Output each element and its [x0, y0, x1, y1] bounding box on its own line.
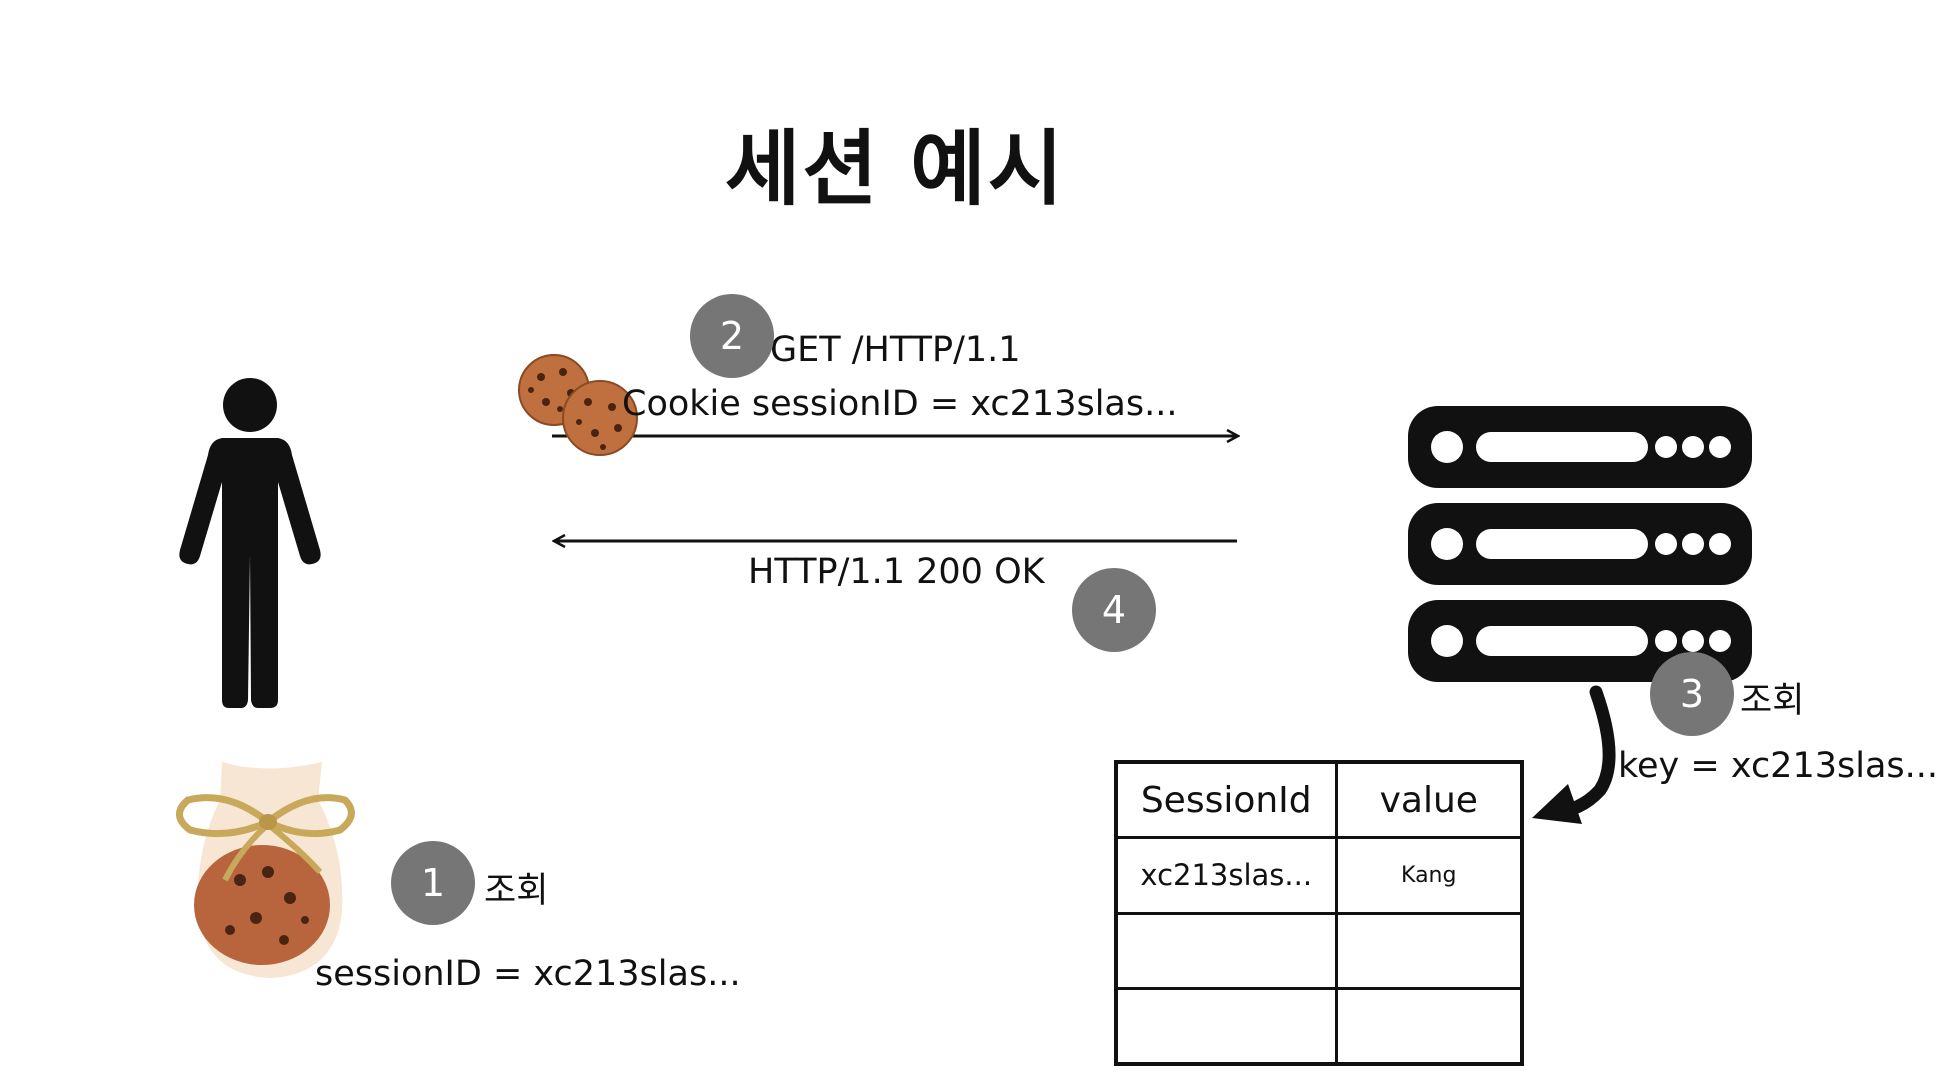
- table-header-row: SessionId value: [1114, 760, 1524, 839]
- request-line-1: GET /HTTP/1.1: [770, 330, 1021, 370]
- table-row: [1114, 987, 1524, 1066]
- step-badge-3: 3: [1650, 652, 1734, 736]
- cookie-pair-icon: [518, 354, 638, 456]
- request-line-2: Cookie sessionID = xc213slas...: [622, 384, 1178, 424]
- step-badge-1: 1: [391, 841, 475, 925]
- table-cell: [1334, 987, 1524, 1066]
- table-cell: [1114, 911, 1338, 990]
- server-lookup-label: 조회: [1740, 681, 1805, 721]
- person-icon: [179, 378, 321, 708]
- page-title: 세션 예시: [724, 122, 1066, 217]
- table-cell: Kang: [1334, 836, 1524, 915]
- client-lookup-label: 조회: [484, 871, 549, 911]
- session-store-table: SessionId value xc213slas... Kang: [1114, 760, 1524, 1066]
- table-row: [1114, 911, 1524, 990]
- table-header-cell: SessionId: [1114, 760, 1338, 839]
- step-badge-4: 4: [1072, 568, 1156, 652]
- client-lookup-detail: sessionID = xc213slas...: [315, 954, 741, 994]
- step-badge-2: 2: [690, 294, 774, 378]
- table-cell: [1114, 987, 1338, 1066]
- table-header-cell: value: [1334, 760, 1524, 839]
- response-line-1: HTTP/1.1 200 OK: [748, 552, 1045, 592]
- server-lookup-detail: key = xc213slas...: [1618, 746, 1938, 786]
- curved-arrow-icon: [1532, 685, 1616, 824]
- table-cell: [1334, 911, 1524, 990]
- table-cell: xc213slas...: [1114, 836, 1338, 915]
- cookie-bag-icon: [176, 762, 355, 978]
- server-stack-icon: [1408, 406, 1752, 682]
- table-row: xc213slas... Kang: [1114, 836, 1524, 915]
